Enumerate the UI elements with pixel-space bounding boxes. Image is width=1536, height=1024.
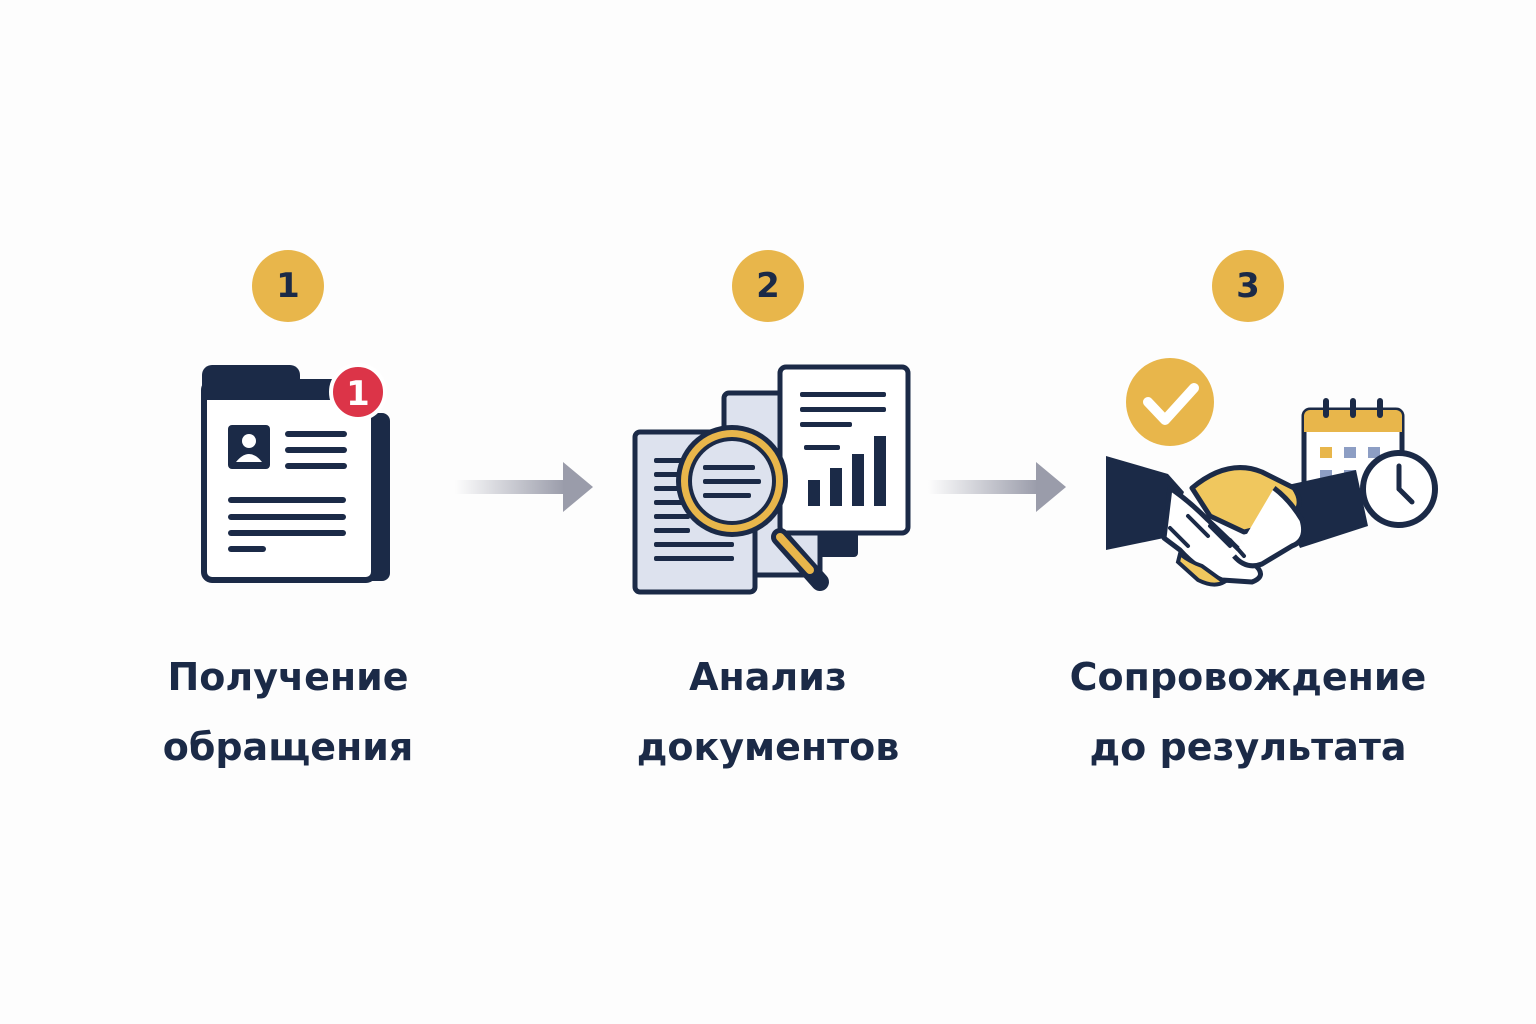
step-number-badge: 3 <box>1212 250 1284 322</box>
step-3: 3 <box>1038 250 1458 790</box>
step-2: 2 <box>558 250 978 790</box>
handshake-icon <box>1106 456 1368 587</box>
text-line <box>285 463 347 469</box>
step-label: Анализ документов <box>558 642 978 782</box>
step-number-badge: 1 <box>252 250 324 322</box>
step-label: Получение обращения <box>78 642 498 782</box>
application-folder-icon: 1 <box>201 363 390 583</box>
step-label-line: Получение <box>167 655 409 699</box>
step-label: Сопровождение до результата <box>1038 642 1458 782</box>
text-line <box>228 530 346 536</box>
handshake-calendar-icon <box>1106 358 1438 587</box>
arrow-right-icon <box>455 462 593 512</box>
arrow-right-icon <box>928 462 1066 512</box>
text-line <box>285 447 347 453</box>
text-line <box>285 431 347 437</box>
notification-badge-icon <box>329 363 387 421</box>
step-label-line: обращения <box>162 725 414 769</box>
step-label-line: документов <box>636 725 900 769</box>
step-1: 1 1 Получение обращения <box>78 250 498 790</box>
document-magnifier-icon <box>632 364 911 595</box>
step-label-line: Анализ <box>689 655 847 699</box>
step-number-badge: 2 <box>732 250 804 322</box>
checkmark-icon <box>1126 358 1214 446</box>
step-label-line: до результата <box>1089 725 1407 769</box>
text-line <box>228 514 346 520</box>
notification-count: 1 <box>346 374 370 414</box>
bar-chart-icon <box>808 480 820 506</box>
report-page <box>777 364 911 536</box>
text-line <box>228 546 266 552</box>
text-line <box>228 497 346 503</box>
step-label-line: Сопровождение <box>1069 655 1427 699</box>
